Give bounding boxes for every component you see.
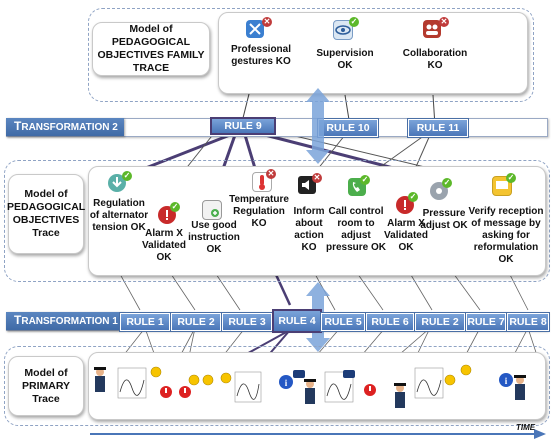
lightbulb-icon xyxy=(188,374,200,386)
lightbulb-icon xyxy=(150,366,162,378)
speaker-icon xyxy=(298,176,316,194)
teacher-icon xyxy=(304,379,316,404)
primary-trace-panel xyxy=(88,352,546,420)
lightbulb-icon xyxy=(202,374,214,386)
primary-trace-group xyxy=(4,346,550,426)
rule-9[interactable]: RULE 9 xyxy=(210,117,276,135)
lightbulb-icon xyxy=(220,372,232,384)
ok-badge-icon: ✓ xyxy=(408,192,418,202)
transformation2-label-rest: RANSFORMATION 2 xyxy=(21,122,118,133)
ok-badge-icon: ✓ xyxy=(360,175,370,185)
info-icon: i xyxy=(499,373,513,387)
objective-pressure-adjust: Pressure adjust OK xyxy=(420,208,468,231)
objective-verify-reception: Verify reception of message by asking fo… xyxy=(468,206,544,265)
objective-temperature-regulation: Temperature Regulation KO xyxy=(229,194,289,229)
family-item-professional-gestures: Professional gestures KO xyxy=(230,44,292,67)
rule-5[interactable]: RULE 5 xyxy=(321,313,365,331)
teacher-icon xyxy=(514,375,526,400)
objective-regulation-alternator: Regulation of alternator tension OK xyxy=(89,198,149,233)
phone-icon xyxy=(343,370,355,378)
graph-thumbnail-icon xyxy=(414,367,444,399)
info-icon: i xyxy=(279,375,293,389)
teacher-icon xyxy=(94,367,106,392)
ok-badge-icon: ✓ xyxy=(349,17,359,27)
objective-use-good-instruction: Use good instruction OK xyxy=(188,220,240,255)
primary-trace-title: Model of PRIMARY Trace xyxy=(8,356,84,416)
objective-alarm-x-2: Alarm X Validated OK xyxy=(384,218,428,253)
rule-2[interactable]: RULE 2 xyxy=(171,313,221,331)
phone-icon xyxy=(293,370,305,378)
graph-thumbnail-icon xyxy=(117,367,147,399)
ok-badge-icon: ✓ xyxy=(170,202,180,212)
transformation1-label-prefix: T xyxy=(14,313,22,327)
alarm-icon xyxy=(364,384,376,396)
rule-8[interactable]: RULE 8 xyxy=(507,313,549,331)
document-icon xyxy=(202,200,222,220)
tools-icon xyxy=(246,20,264,38)
link-line xyxy=(354,269,384,311)
family-trace-title: Model of PEDAGOGICAL OBJECTIVES FAMILY T… xyxy=(92,22,210,76)
ok-badge-icon: ✓ xyxy=(122,171,132,181)
objectives-trace-group xyxy=(4,160,550,282)
svg-text:i: i xyxy=(285,378,288,388)
alarm-icon xyxy=(160,386,172,398)
ko-badge-icon: ✕ xyxy=(312,173,322,183)
time-label: TIME xyxy=(516,423,536,432)
alarm-icon xyxy=(179,386,191,398)
ko-badge-icon: ✕ xyxy=(439,17,449,27)
team-icon xyxy=(423,20,441,38)
objective-call-control-room: Call control room to adjust pressure OK xyxy=(325,206,387,253)
transformation2-label: TRANSFORMATION 2 xyxy=(6,118,124,136)
rule-10[interactable]: RULE 10 xyxy=(318,119,378,137)
svg-text:i: i xyxy=(505,376,508,386)
family-trace-title-text: Model of PEDAGOGICAL OBJECTIVES FAMILY T… xyxy=(97,23,205,74)
transformation2-label-prefix: T xyxy=(14,119,22,133)
rule-11[interactable]: RULE 11 xyxy=(408,119,468,137)
graph-thumbnail-icon xyxy=(234,371,262,403)
transformation1-label: TRANSFORMATION 1 xyxy=(6,312,124,330)
ko-badge-icon: ✕ xyxy=(266,169,276,179)
ok-badge-icon: ✓ xyxy=(442,178,452,188)
objectives-trace-title-text: Model of PEDAGOGICAL OBJECTIVES Trace xyxy=(7,188,86,239)
rule-1[interactable]: RULE 1 xyxy=(120,313,170,331)
eye-icon xyxy=(333,20,353,40)
ko-badge-icon: ✕ xyxy=(262,17,272,27)
teacher-icon xyxy=(394,383,406,408)
objectives-trace-title: Model of PEDAGOGICAL OBJECTIVES Trace xyxy=(7,174,86,254)
rule-6[interactable]: RULE 6 xyxy=(366,313,414,331)
double-arrow-icon xyxy=(306,88,330,164)
time-arrow-icon xyxy=(534,429,546,439)
ok-badge-icon: ✓ xyxy=(506,173,516,183)
rule-3[interactable]: RULE 3 xyxy=(222,313,272,331)
lightbulb-icon xyxy=(444,374,456,386)
family-item-supervision: Supervision OK xyxy=(316,48,374,71)
rule-2-second[interactable]: RULE 2 xyxy=(415,313,465,331)
rule-7[interactable]: RULE 7 xyxy=(466,313,506,331)
objective-inform-about-action: Inform about action KO xyxy=(293,206,325,253)
lightbulb-icon xyxy=(460,364,472,376)
primary-trace-title-text: Model of PRIMARY Trace xyxy=(21,366,71,405)
objective-alarm-x-1: Alarm X Validated OK xyxy=(142,228,186,263)
transformation1-label-rest: RANSFORMATION 1 xyxy=(21,316,118,327)
family-item-collaboration: Collaboration KO xyxy=(402,48,468,71)
download-icon xyxy=(108,174,126,192)
